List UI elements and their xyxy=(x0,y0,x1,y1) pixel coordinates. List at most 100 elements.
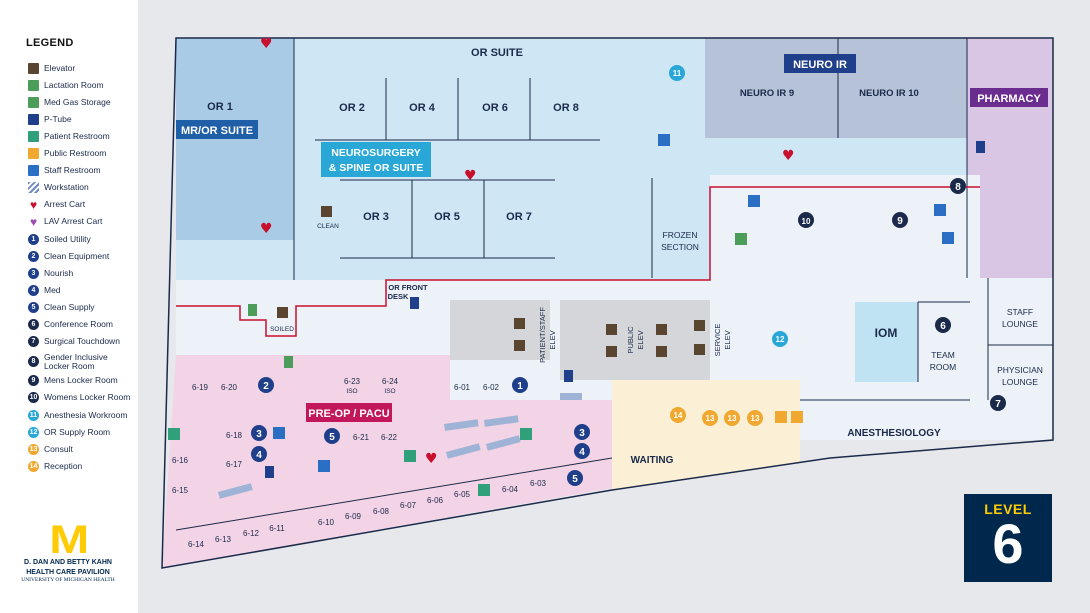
marker-7-circle xyxy=(990,395,1006,411)
legend-number-1-icon: 1 xyxy=(28,233,39,245)
legend-number-3-icon: 3 xyxy=(28,267,39,279)
legend-number-4-icon: 4 xyxy=(28,284,39,296)
legend-number-11-icon: 11 xyxy=(28,409,39,421)
room-6-23: 6-23 xyxy=(344,377,361,386)
elevator-icon xyxy=(321,206,332,217)
legend-item: Lactation Room xyxy=(28,77,104,93)
legend-item-label: Lactation Room xyxy=(44,79,104,90)
legend-item: Patient Restroom xyxy=(28,128,110,144)
room-phys-1: PHYSICIAN xyxy=(997,365,1043,375)
walls xyxy=(161,37,1054,569)
room-staff-1: STAFF xyxy=(1007,307,1033,317)
heart-icon: ♥ xyxy=(260,221,273,237)
room-6-19: 6-19 xyxy=(192,383,209,392)
room-6-17: 6-17 xyxy=(226,460,243,469)
room-6-04: 6-04 xyxy=(502,485,519,494)
legend-item: Public Restroom xyxy=(28,146,106,162)
room-clean: CLEAN xyxy=(317,223,339,230)
room-6-16: 6-16 xyxy=(172,456,189,465)
staff-restroom-icon xyxy=(273,427,285,439)
marker-11: 11 xyxy=(673,69,682,78)
neuro-ir-label: NEURO IR xyxy=(793,59,847,71)
room-6-15: 6-15 xyxy=(172,486,189,495)
heart-icon: ♥ xyxy=(782,148,795,164)
marker-4a: 4 xyxy=(256,450,262,461)
legend-item-label: Arrest Cart xyxy=(44,199,86,210)
legend-number-14-icon: 14 xyxy=(28,460,39,472)
anesthesiology-label: ANESTHESIOLOGY xyxy=(847,428,941,439)
legend-item-label: Gender Inclusive Locker Room xyxy=(44,351,108,371)
marker-2: 2 xyxy=(263,381,269,392)
marker-13b-circle xyxy=(724,410,740,426)
marker-9-circle xyxy=(892,212,908,228)
legend-item-label: OR Supply Room xyxy=(44,426,111,437)
public-restroom-icon xyxy=(791,411,803,423)
marker-1: 1 xyxy=(517,381,523,392)
service-elev-label-1: SERVICE xyxy=(713,324,722,357)
med-gas-icon xyxy=(28,96,39,108)
logo-line-2: HEALTH CARE PAVILION xyxy=(26,569,110,576)
marker-4b: 4 xyxy=(579,447,585,458)
p-tube-icon xyxy=(265,466,274,478)
patient-elev-label-2: ELEV xyxy=(548,330,557,349)
room-team-2: ROOM xyxy=(930,362,956,372)
preop-label-box xyxy=(306,403,392,422)
staff-restroom-icon xyxy=(748,195,760,207)
room-6-12: 6-12 xyxy=(243,529,260,538)
workstations xyxy=(218,393,582,499)
iom-zone xyxy=(855,302,918,382)
marker-5a-circle xyxy=(324,428,340,444)
room-or3: OR 3 xyxy=(363,211,389,223)
room-6-06: 6-06 xyxy=(427,496,444,505)
legend-number-9-icon: 9 xyxy=(28,375,39,387)
room-6-05: 6-05 xyxy=(454,490,471,499)
arrest-carts: ♥ ♥ ♥ ♥ ♥ xyxy=(260,36,795,467)
legend-item-label: Consult xyxy=(44,443,73,454)
marker-14: 14 xyxy=(674,411,683,420)
marker-13b: 13 xyxy=(728,414,737,423)
legend-item-label: Surgical Touchdown xyxy=(44,336,120,347)
neuro-spine-label-1: NEUROSURGERY xyxy=(331,147,420,159)
room-6-11: 6-11 xyxy=(269,524,285,533)
med-gas-icon xyxy=(248,304,257,316)
legend-item-label: Patient Restroom xyxy=(44,130,110,141)
marker-8: 8 xyxy=(955,182,961,193)
heart-icon: ♥ xyxy=(29,214,38,229)
legend-number-2-icon: 2 xyxy=(28,250,39,262)
marker-11-circle xyxy=(669,65,685,81)
legend-item: Staff Restroom xyxy=(28,163,101,179)
room-6-21: 6-21 xyxy=(353,433,370,442)
marker-7: 7 xyxy=(995,399,1001,410)
legend-item-label: Anesthesia Workroom xyxy=(44,409,128,420)
restricted-boundary-line xyxy=(176,186,980,337)
workstation-icon xyxy=(560,393,582,400)
patient-elev-label-1: PATIENT/STAFF xyxy=(538,307,547,363)
marker-12: 12 xyxy=(776,335,785,344)
university-logo: M D. DAN AND BETTY KAHN HEALTH CARE PAVI… xyxy=(18,520,118,584)
room-6-20: 6-20 xyxy=(221,383,238,392)
outer-wall xyxy=(161,37,1054,569)
marker-9: 9 xyxy=(897,216,903,227)
room-6-14: 6-14 xyxy=(188,540,205,549)
legend-number-10-icon: 10 xyxy=(28,392,39,404)
neuro-ir-label-box xyxy=(784,54,856,73)
marker-10-circle xyxy=(798,212,814,228)
marker-1-circle xyxy=(512,377,528,393)
room-soiled: SOILED xyxy=(270,326,294,333)
level-number: 6 xyxy=(992,512,1024,575)
room-6-24: 6-24 xyxy=(382,377,399,386)
legend-item-label: LAV Arrest Cart xyxy=(44,216,103,227)
elevator-icon xyxy=(694,344,705,355)
room-staff-2: LOUNGE xyxy=(1002,319,1038,329)
legend-title: LEGEND xyxy=(26,37,74,49)
legend-item-label: Clean Supply xyxy=(44,301,95,312)
room-6-09: 6-09 xyxy=(345,512,362,521)
restrooms xyxy=(168,134,985,496)
pharmacy-label: PHARMACY xyxy=(977,93,1041,105)
